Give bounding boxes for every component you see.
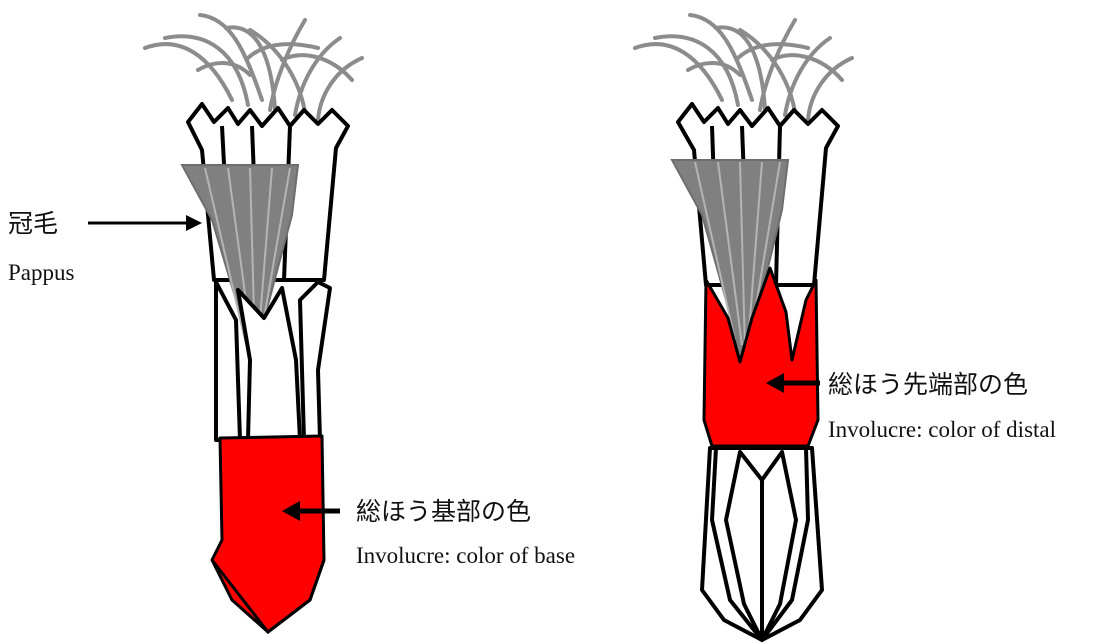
left-pappus-curls bbox=[145, 15, 362, 120]
left-bracts-upper bbox=[216, 282, 330, 440]
distal-label-jp: 総ほう先端部の色 bbox=[828, 371, 1028, 399]
distal-label-en: Involucre: color of distal bbox=[828, 417, 1056, 442]
right-bracts-lower bbox=[702, 448, 822, 640]
base-label-en: Involucre: color of base bbox=[356, 543, 575, 568]
left-flower-head bbox=[145, 15, 362, 632]
pappus-label-en: Pappus bbox=[8, 260, 75, 285]
pappus-label-jp: 冠毛 bbox=[8, 210, 58, 238]
right-involucre-distal-red bbox=[704, 268, 818, 446]
base-label-jp: 総ほう基部の色 bbox=[356, 498, 531, 526]
right-pappus-curls bbox=[635, 15, 852, 120]
right-flower-head bbox=[635, 15, 852, 640]
pappus-arrow bbox=[88, 215, 202, 231]
